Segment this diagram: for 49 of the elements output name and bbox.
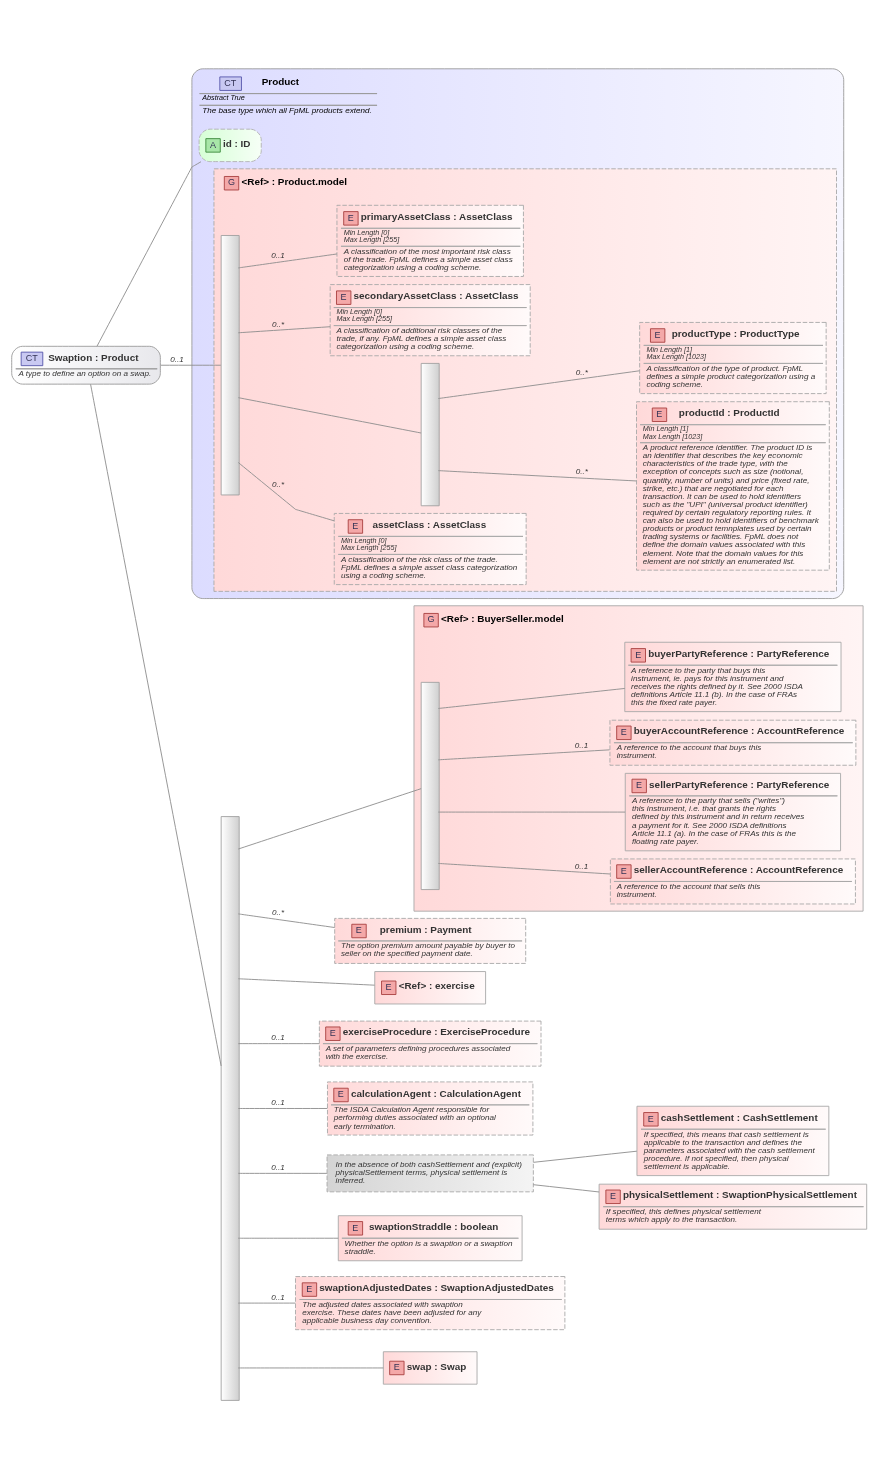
connector	[437, 470, 637, 482]
connector	[437, 688, 626, 709]
connector	[96, 161, 202, 347]
connector	[437, 370, 640, 399]
connector	[237, 1043, 320, 1045]
edge-label: 0..1	[271, 251, 285, 261]
connector	[437, 811, 626, 813]
connector	[237, 1172, 328, 1174]
edge-label: 0..1	[271, 1098, 285, 1108]
node-box: E exerciseProcedure : ExerciseProcedure A set of parameters defining procedures associated with the exercise.	[318, 1020, 542, 1067]
connector	[237, 788, 422, 850]
node-bar	[220, 816, 240, 1401]
connector	[237, 1367, 384, 1369]
connector	[90, 383, 222, 1067]
connector	[237, 978, 375, 986]
edge-label: 0..*	[575, 467, 588, 477]
node-bar	[220, 235, 240, 496]
connector	[237, 1237, 339, 1239]
node-box: In the absence of both cashSettlement and (explicit) physicalSettlement terms, physical settlement is inferred.	[326, 1154, 534, 1193]
node-box: E swap : Swap	[382, 1351, 478, 1385]
connector	[237, 253, 338, 269]
connector	[237, 1302, 296, 1304]
edge-label: 0..*	[272, 480, 285, 490]
node-box: E swaptionStraddle : boolean Whether the option is a swaption or a swaption straddle.	[337, 1215, 523, 1262]
edge-label: 0..1	[574, 862, 589, 872]
edge-label: 0..1	[271, 1033, 285, 1043]
connector	[437, 863, 611, 875]
connector	[437, 749, 611, 761]
node-box: E sellerPartyReference : PartyReference A reference to the party that sells ("writes") this instrument, i.e. that grants the rights defined by this instrument and in return receives a payment for it. See 2000 ISDA definitions Article 11.1 (a). In the case of FRAs this is the floating rate payer.	[624, 772, 842, 852]
connector	[532, 1184, 600, 1193]
connector	[237, 913, 336, 928]
edge-label: 0..1	[170, 354, 184, 364]
connector	[532, 1150, 638, 1163]
node-bar	[420, 362, 440, 507]
connector	[237, 462, 335, 522]
node-box: E <Ref> : exercise	[374, 971, 487, 1005]
connector	[237, 1108, 328, 1109]
node-bar	[420, 681, 440, 890]
edge-label: 0..*	[575, 368, 588, 378]
connector	[237, 326, 331, 334]
node-box: E physicalSettlement : SwaptionPhysicalSettlement If specified, this defines physical settlement terms which apply to the transaction.	[598, 1183, 868, 1230]
node-box: A id : ID	[198, 128, 262, 163]
connector	[237, 397, 422, 434]
edge-label: 0..*	[272, 907, 285, 917]
edge-label: 0..1	[271, 1292, 285, 1302]
edge-label: 0..1	[271, 1162, 285, 1172]
connector	[160, 364, 222, 366]
edge-label: 0..*	[272, 319, 285, 329]
edge-label: 0..1	[574, 741, 589, 751]
